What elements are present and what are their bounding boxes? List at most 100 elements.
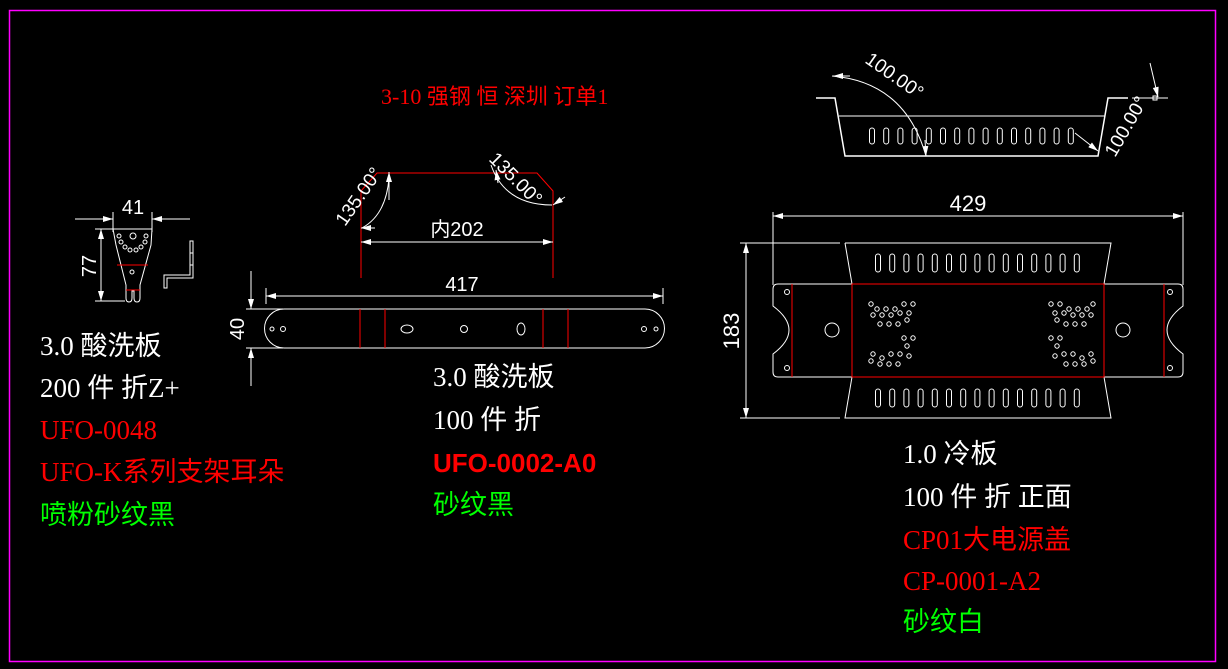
slot-hole <box>1045 253 1052 273</box>
vent-hole <box>886 321 892 327</box>
slot-hole <box>960 253 967 273</box>
slot-hole <box>903 388 910 408</box>
vent-hole <box>1081 321 1087 327</box>
slot-hole <box>1031 388 1038 408</box>
part2-dim-inner: 内202 <box>430 218 483 241</box>
slot-hole <box>988 388 995 408</box>
vent-hole <box>1057 335 1063 341</box>
part2-dim-length: 417 <box>445 274 478 296</box>
part3-cover-drawing[interactable] <box>740 62 1184 419</box>
slot-hole <box>1053 127 1060 145</box>
slot-hole <box>917 253 924 273</box>
slot-hole <box>1059 253 1066 273</box>
vent-hole <box>868 301 874 307</box>
vent-hole <box>1075 306 1081 312</box>
slot-hole <box>1017 253 1023 273</box>
vent-hole <box>1070 351 1076 357</box>
part3-qty-bend: 100 件 折 正面 <box>903 482 1072 512</box>
vent-hole <box>1063 321 1069 327</box>
vent-hole <box>910 335 916 341</box>
slot-hole <box>960 388 967 408</box>
slot-hole <box>875 388 881 408</box>
vent-hole <box>1088 351 1094 357</box>
vent-hole <box>906 310 912 316</box>
vent-hole <box>1061 351 1067 357</box>
slot-hole <box>903 253 910 273</box>
vent-hole <box>1079 355 1085 361</box>
vent-hole <box>901 301 907 307</box>
slot-hole <box>911 127 918 145</box>
vent-hole <box>1061 310 1067 316</box>
slot-hole <box>946 253 952 273</box>
part2-qty-bend: 100 件 折 <box>433 405 541 435</box>
slot-hole <box>931 253 938 273</box>
part1-material: 3.0 酸洗板 <box>40 331 162 361</box>
slot-hole <box>1073 388 1080 408</box>
slot-hole <box>917 388 924 408</box>
part1-part-name: UFO-K系列支架耳朵 <box>40 457 285 487</box>
slot-hole <box>996 127 1003 145</box>
part2-strip-drawing[interactable] <box>246 164 665 386</box>
slot-hole <box>1067 127 1074 145</box>
vent-hole <box>888 312 894 318</box>
slot-hole <box>946 388 952 408</box>
slot-hole <box>1017 388 1023 408</box>
vent-hole <box>877 361 883 367</box>
vent-hole <box>1063 361 1069 367</box>
vent-hole <box>1072 321 1078 327</box>
slot-hole <box>1045 388 1052 408</box>
slot-hole <box>1002 253 1009 273</box>
vent-hole <box>1081 361 1087 367</box>
vent-hole <box>1090 301 1096 307</box>
slot-hole <box>889 388 896 408</box>
vent-hole <box>1052 310 1058 316</box>
slot-hole <box>931 388 938 408</box>
slot-hole <box>875 253 881 273</box>
vent-hole <box>1079 312 1085 318</box>
vent-hole <box>886 361 892 367</box>
slot-hole <box>974 253 981 273</box>
vent-hole <box>870 351 876 357</box>
drawing-border <box>8 9 1217 663</box>
slot-hole <box>1073 253 1080 273</box>
slot-hole <box>925 127 932 145</box>
slot-hole <box>897 127 904 145</box>
part1-part-number: UFO-0048 <box>40 415 158 445</box>
vent-hole <box>897 351 903 357</box>
part3-dim-height: 183 <box>719 313 744 350</box>
part3-part-name: CP01大电源盖 <box>903 525 1072 555</box>
part2-dim-height: 40 <box>227 318 249 340</box>
part1-dim-height: 77 <box>79 255 101 277</box>
slot-hole <box>988 253 995 273</box>
vent-hole <box>868 358 874 364</box>
vent-hole <box>879 312 885 318</box>
vent-hole <box>1048 301 1054 307</box>
slot-hole <box>1059 388 1066 408</box>
vent-hole <box>1054 317 1060 323</box>
vent-hole <box>888 351 894 357</box>
vent-hole <box>874 306 880 312</box>
vent-hole <box>1090 358 1096 364</box>
part2-dim-angle-right: 135.00° <box>484 149 545 210</box>
part1-finish: 喷粉砂纹黑 <box>40 500 175 530</box>
slot-hole <box>968 127 975 145</box>
vent-hole <box>895 361 901 367</box>
slot-hole <box>1039 127 1046 145</box>
slot-hole <box>889 253 896 273</box>
slot-hole <box>940 127 946 145</box>
drawing-title: 3-10 强钢 恒 深圳 订单1 <box>381 84 609 109</box>
part1-bracket-drawing[interactable] <box>75 212 194 303</box>
part2-material: 3.0 酸洗板 <box>433 362 555 392</box>
slot-hole <box>1031 253 1038 273</box>
vent-hole <box>1088 312 1094 318</box>
vent-hole <box>910 301 916 307</box>
vent-hole <box>897 310 903 316</box>
vent-hole <box>1048 335 1054 341</box>
part3-dim-length: 429 <box>950 191 987 216</box>
vent-hole <box>877 321 883 327</box>
vent-hole <box>1066 306 1072 312</box>
part2-part-number: UFO-0002-A0 <box>433 448 597 478</box>
vent-hole <box>895 321 901 327</box>
vent-hole <box>1084 306 1090 312</box>
